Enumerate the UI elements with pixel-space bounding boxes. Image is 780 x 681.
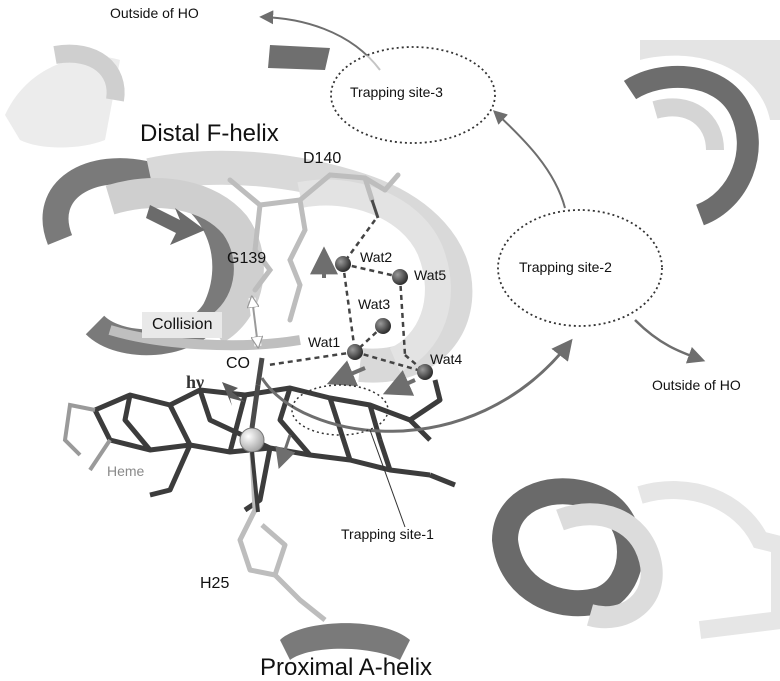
- label-hv: hν: [186, 372, 205, 392]
- label-collision: Collision: [142, 312, 223, 338]
- co-ligand: [249, 357, 265, 429]
- distal-f-helix-ribbon: [42, 150, 473, 383]
- label-proximal-a-helix: Proximal A-helix: [260, 654, 433, 681]
- background-helix-top: [268, 45, 330, 70]
- arrow-site2-to-site3: [492, 110, 566, 209]
- background-helix-right: [623, 40, 780, 226]
- hv-arrow: [222, 382, 245, 406]
- label-trapping-site-3: Trapping site-3: [350, 84, 443, 100]
- heme-porphyrin: [92, 379, 456, 513]
- wat2-sphere: [335, 256, 351, 272]
- label-outside-top: Outside of HO: [110, 5, 199, 21]
- residue-sticks-dark: [370, 199, 380, 219]
- helix-motion-arrow: [146, 205, 205, 245]
- h25-dark: [250, 451, 260, 513]
- background-helix-topleft: [5, 44, 125, 148]
- trapping-site-3-ellipse: [330, 46, 496, 144]
- label-heme: Heme: [107, 463, 145, 479]
- wat4-sphere: [417, 364, 433, 380]
- label-wat1: Wat1: [308, 334, 341, 350]
- trapping-site-1-leader: [369, 429, 406, 528]
- migration-arrows: [275, 360, 416, 469]
- water-molecules: [335, 256, 433, 380]
- label-wat3: Wat3: [358, 296, 391, 312]
- arrow-site2-to-outside: [634, 319, 706, 364]
- hydrogen-bonds: [267, 219, 426, 374]
- trapping-site-2-ellipse: [497, 209, 663, 327]
- background-helix-bottomright: [491, 478, 780, 639]
- label-g139: G139: [227, 250, 267, 267]
- label-co: CO: [226, 355, 250, 372]
- wat1-sphere: [347, 344, 363, 360]
- label-outside-right: Outside of HO: [652, 377, 741, 393]
- label-trapping-site-1: Trapping site-1: [341, 526, 434, 542]
- label-distal-f-helix: Distal F-helix: [140, 120, 279, 147]
- trapping-site-1-ellipse: [291, 384, 389, 436]
- label-d140: D140: [303, 150, 342, 167]
- residue-sticks: [227, 172, 401, 323]
- heme-substituents-light: [62, 402, 112, 472]
- wat3-sphere: [375, 318, 391, 334]
- label-h25: H25: [200, 575, 230, 592]
- migration-path-to-site2: [260, 338, 573, 433]
- heme-iron: [239, 427, 265, 453]
- collision-arrow: [252, 298, 258, 346]
- background-helix-bottom: [280, 623, 410, 660]
- label-wat2: Wat2: [360, 249, 393, 265]
- label-wat5: Wat5: [414, 267, 447, 283]
- h25-histidine: [237, 451, 327, 622]
- wat5-sphere: [392, 269, 408, 285]
- label-trapping-site-2: Trapping site-2: [519, 259, 612, 275]
- label-wat4: Wat4: [430, 351, 463, 367]
